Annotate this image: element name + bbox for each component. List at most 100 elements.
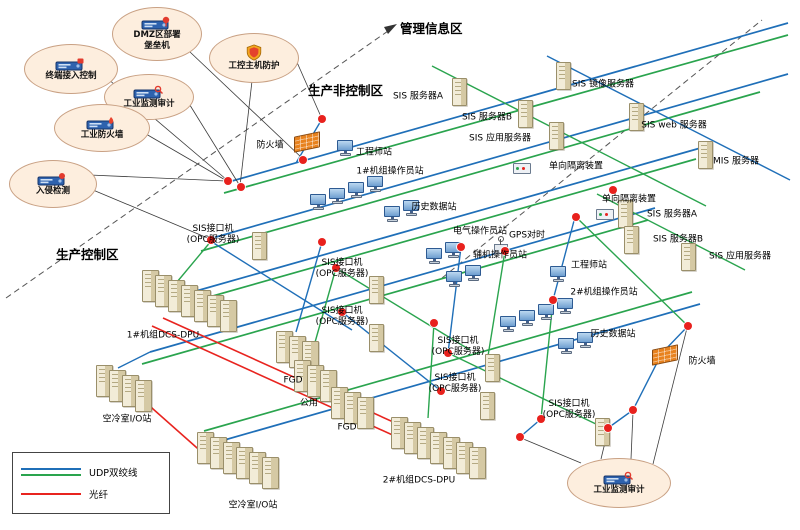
firewall-1-label: 防火墙 <box>256 140 283 151</box>
label-line: 公用 <box>299 398 319 409</box>
isolation-device-2-icon <box>596 209 614 220</box>
bus-green <box>223 34 789 194</box>
fiber <box>151 325 431 453</box>
history-station-2-label: 历史数据站 <box>590 329 635 340</box>
monitor-stand <box>471 276 475 278</box>
branch-green <box>427 322 435 419</box>
branch-green <box>575 216 689 327</box>
branch-green <box>335 267 471 351</box>
branch-green <box>431 65 707 207</box>
leader <box>295 59 323 120</box>
isolation-device-2-label: 单向隔离装置 <box>602 194 656 205</box>
label-line: 2#机组DCS-DPU <box>382 475 456 486</box>
monitor-base <box>521 323 533 326</box>
mis-server-label: MIS 服务器 <box>713 156 759 167</box>
monitor-stand <box>452 282 456 284</box>
monitor-point-dot <box>572 213 580 221</box>
monitor-screen <box>557 298 573 309</box>
ids-appliance-icon <box>37 172 65 186</box>
sis-app-server-right-label: SIS 应用服务器 <box>709 251 771 262</box>
label-line: 2#机组操作员站 <box>570 287 638 298</box>
monitor-point-dot <box>318 238 326 246</box>
monitor-screen <box>558 338 574 349</box>
sis-interface-5-icon <box>480 392 495 420</box>
sis-mirror-server-icon <box>556 62 571 90</box>
monitor-screen <box>465 265 481 276</box>
monitor-stand <box>525 321 529 323</box>
fgd-2-label: FGD <box>337 422 356 433</box>
engineer-station-2-icon <box>549 266 567 282</box>
pin-appliance-icon <box>141 17 170 30</box>
green-line-sample <box>21 473 81 476</box>
bus-green <box>187 158 697 304</box>
callout-label: 工业监测审计 <box>593 484 645 495</box>
unit2-dcs-dpu-icon <box>443 437 460 469</box>
monitor-screen <box>538 304 554 315</box>
monitor-point-dot <box>332 264 340 272</box>
bus-green <box>141 219 649 365</box>
monitor-stand <box>506 327 510 329</box>
monitor-stand <box>451 253 455 255</box>
label-line: 工程师站 <box>570 260 608 271</box>
label-line: SIS接口机 <box>437 335 479 346</box>
callout-label: 堡垒机 <box>144 41 170 51</box>
leader <box>187 101 241 187</box>
monitor-stand <box>563 309 567 311</box>
audit-appliance-icon <box>133 85 163 99</box>
fiber-line-sample-wrap <box>21 493 81 496</box>
branch-blue <box>546 55 791 181</box>
red-line-sample <box>21 493 81 496</box>
fgd-2-icon <box>357 397 374 429</box>
label-line: SIS 应用服务器 <box>469 133 531 144</box>
firewall-2-label: 防火墙 <box>688 356 715 367</box>
monitor-base <box>467 278 479 281</box>
aux-operator-stations-icon <box>464 265 482 281</box>
air-cooling-io-1-icon <box>96 365 113 397</box>
zone-label-production-control: 生产控制区 <box>56 247 119 262</box>
callout-label: 入侵检测 <box>35 185 70 196</box>
air-cooling-io-2-icon <box>262 457 279 489</box>
monitor-point-dot <box>684 322 692 330</box>
label-line: SIS 镜像服务器 <box>572 79 634 90</box>
history-station-1-icon <box>402 200 420 216</box>
monitor-point-dot <box>430 319 438 327</box>
monitor-point-dot <box>516 433 524 441</box>
monitor-stand <box>544 315 548 317</box>
sis-interface-3-label: SIS接口机(OPC服务器) <box>316 306 369 329</box>
monitor-base <box>560 351 572 354</box>
unit2-operator-stations-icon <box>518 310 536 326</box>
callout-host-protection: 工控主机防护 <box>209 33 299 83</box>
legend-row-fiber: 光纤 <box>21 487 161 501</box>
sis-app-server-top-icon <box>549 122 564 150</box>
engineer-station-1-label: 工程师站 <box>356 147 392 158</box>
monitor-stand <box>343 151 347 153</box>
air-cooling-io-2-icon <box>210 437 227 469</box>
bus-blue <box>195 146 705 292</box>
sis-interface-2-icon <box>369 276 384 304</box>
label-line: 1#机组DCS-DPU <box>126 330 200 341</box>
public-system-label: 公用 <box>300 398 318 409</box>
label-line: (OPC服务器) <box>431 347 485 357</box>
aux-operator-stations-label: 辅机操作员站 <box>473 250 527 261</box>
label-line: SIS web 服务器 <box>641 120 707 131</box>
monitor-screen <box>348 182 364 193</box>
monitor-screen <box>426 248 442 259</box>
monitor-screen <box>500 316 516 327</box>
aux-operator-stations-icon <box>445 271 463 287</box>
gps-clock-label: GPS对时 <box>509 230 545 241</box>
legend: UDP双绞线 光纤 <box>12 452 170 514</box>
label-line: 单向隔离装置 <box>601 194 657 205</box>
monitor-point-dot <box>537 415 545 423</box>
monitor-point-dot <box>338 308 346 316</box>
monitor-base <box>428 261 440 264</box>
bus-blue <box>213 303 701 444</box>
legend-udp-label: UDP双绞线 <box>89 467 138 479</box>
air-cooling-io-1-label: 空冷室I/O站 <box>103 414 152 425</box>
unit1-dcs-dpu-icon <box>220 300 237 332</box>
monitor-stand <box>373 187 377 189</box>
monitor-screen <box>403 200 419 211</box>
monitor-stand <box>556 277 560 279</box>
monitor-screen <box>577 332 593 343</box>
monitor-base <box>552 279 564 282</box>
shield-icon <box>246 44 262 61</box>
